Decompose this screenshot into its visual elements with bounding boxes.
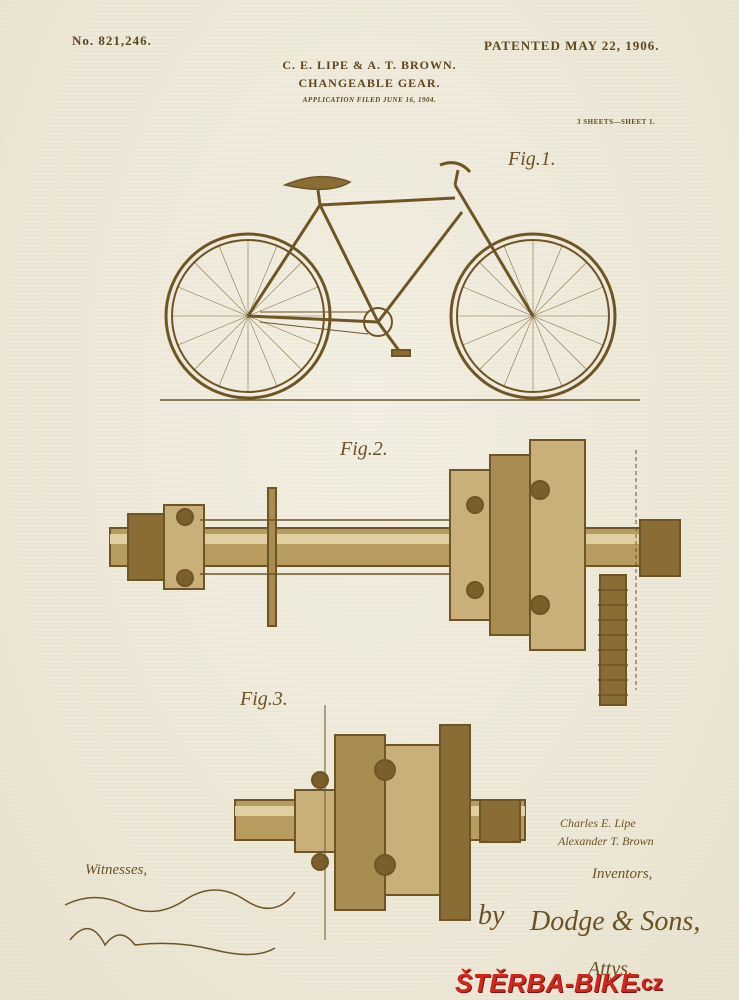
attorney-role: Attys. xyxy=(588,958,633,980)
bicycle-drawing xyxy=(160,161,640,401)
filed-date: APPLICATION FILED JUNE 16, 1904. xyxy=(302,96,437,104)
witness-signatures xyxy=(64,889,296,956)
patent-number: No. 821,246. xyxy=(72,33,152,48)
watermark-suffix: .cz xyxy=(635,972,664,995)
inventors-label: Inventors, xyxy=(592,866,653,882)
patent-date: PATENTED MAY 22, 1906. xyxy=(484,38,660,53)
inventor-signature-1: Charles E. Lipe xyxy=(560,816,636,830)
fig3-hub-drawing xyxy=(234,705,526,940)
sheet-number: 3 SHEETS—SHEET 1. xyxy=(577,118,656,126)
fig3-label: Fig.3. xyxy=(240,688,288,710)
fig2-axle-drawing xyxy=(109,439,681,706)
front-wheel xyxy=(449,232,617,400)
fig2-label: Fig.2. xyxy=(340,438,388,460)
attorney-signature: Dodge & Sons, xyxy=(530,906,701,937)
inventors-heading: C. E. LIPE & A. T. BROWN. xyxy=(282,58,457,72)
by-label: by xyxy=(478,900,505,931)
rear-wheel xyxy=(164,232,332,400)
watermark-brand: ŠTĚRBA-BIKE xyxy=(455,968,639,998)
inventor-signature-2: Alexander T. Brown xyxy=(558,834,654,848)
invention-title: CHANGEABLE GEAR. xyxy=(298,76,441,90)
witnesses-label: Witnesses, xyxy=(85,862,148,878)
fig1-label: Fig.1. xyxy=(508,148,556,170)
